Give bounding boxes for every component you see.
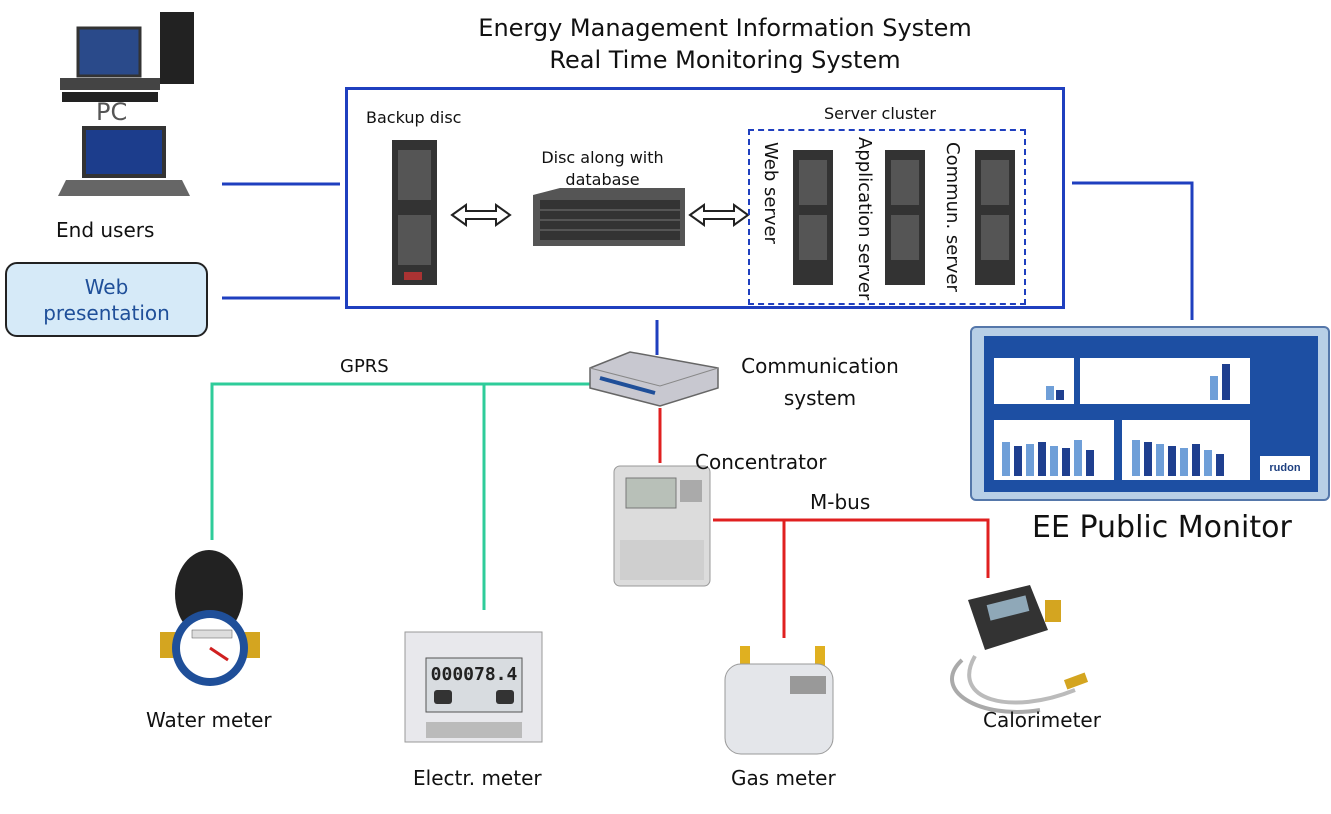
pc-icon [60, 12, 194, 102]
monitor-link [1072, 181, 1194, 320]
mbus-link [713, 518, 990, 578]
server-cluster-box [748, 129, 1026, 305]
monitor-panel [994, 358, 1074, 404]
monitor-bar [1050, 446, 1058, 476]
monitor-bar [1086, 450, 1094, 476]
end-users-label: End users [56, 218, 155, 242]
application-server-label: Application server [854, 137, 875, 301]
disc-database-label: Disc along with database [535, 147, 670, 191]
web-presentation-box[interactable]: Web presentation [5, 262, 208, 337]
disc-database-label-line1: Disc along with [541, 148, 664, 167]
commun-server-label: Commun. server [942, 142, 963, 292]
gas-meter-icon [724, 646, 834, 755]
concentrator-label: Concentrator [695, 450, 827, 474]
monitor-bar [1014, 446, 1022, 476]
monitor-bar [1216, 454, 1224, 476]
calorimeter-icon [950, 585, 1089, 714]
gas-meter-label: Gas meter [731, 766, 836, 790]
router-icon [589, 351, 719, 407]
water-meter-icon [160, 550, 260, 686]
page-title-line1: Energy Management Information System [478, 14, 972, 42]
monitor-bar [1062, 448, 1070, 476]
calorimeter-label: Calorimeter [983, 708, 1101, 732]
web-presentation-label-line2: presentation [43, 300, 170, 325]
meter-display-readout: 000078.4 [430, 664, 518, 685]
monitor-bar [1046, 386, 1054, 400]
water-meter-label: Water meter [146, 708, 272, 732]
commun-server-icon [975, 150, 1015, 285]
monitor-bar [1026, 444, 1034, 476]
monitor-bar [1168, 446, 1176, 476]
gprs-link [210, 382, 590, 540]
web-server-label: Web server [760, 142, 781, 244]
monitor-bar [1132, 440, 1140, 476]
ee-public-monitor: rudon [970, 326, 1330, 501]
database-disc-icon [533, 188, 685, 246]
web-presentation-label-line1: Web [84, 274, 129, 299]
disc-database-label-line2: database [565, 170, 640, 189]
monitor-bar [1074, 440, 1082, 476]
server-cluster-label: Server cluster [824, 104, 936, 123]
communication-system-label-line2: system [783, 386, 857, 410]
monitor-panel [1080, 358, 1250, 404]
monitor-bar [1038, 442, 1046, 476]
monitor-panel [1122, 420, 1250, 480]
monitor-screen: rudon [984, 336, 1318, 492]
electr-meter-label: Electr. meter [413, 766, 542, 790]
backup-disc-icon [392, 140, 437, 285]
communication-system-label-line1: Communication [741, 354, 899, 378]
monitor-bar [1056, 390, 1064, 400]
gprs-label: GPRS [340, 356, 389, 377]
monitor-bar [1156, 444, 1164, 476]
page-title-line2: Real Time Monitoring System [549, 46, 901, 74]
electr-meter-icon [404, 631, 543, 743]
monitor-bar [1210, 376, 1218, 400]
monitor-bar [1002, 442, 1010, 476]
ee-public-monitor-label: EE Public Monitor [1032, 510, 1292, 545]
double-arrow-icon [450, 203, 512, 227]
monitoring-system-box [345, 87, 1065, 309]
monitor-bar [1144, 442, 1152, 476]
monitor-panel [994, 420, 1114, 480]
communication-system-label: Communication system [730, 350, 910, 414]
monitor-bar [1192, 444, 1200, 476]
web-server-icon [793, 150, 833, 285]
monitor-bar [1180, 448, 1188, 476]
laptop-icon [58, 126, 190, 196]
monitor-logo: rudon [1260, 456, 1310, 480]
pc-label: PC [96, 98, 128, 126]
monitor-bar [1204, 450, 1212, 476]
backup-disc-label: Backup disc [366, 108, 462, 127]
monitor-bar [1222, 364, 1230, 400]
mbus-label: M-bus [810, 490, 871, 514]
application-server-icon [885, 150, 925, 285]
concentrator-icon [613, 465, 711, 587]
monitor-brand-label: rudon [1269, 462, 1301, 474]
